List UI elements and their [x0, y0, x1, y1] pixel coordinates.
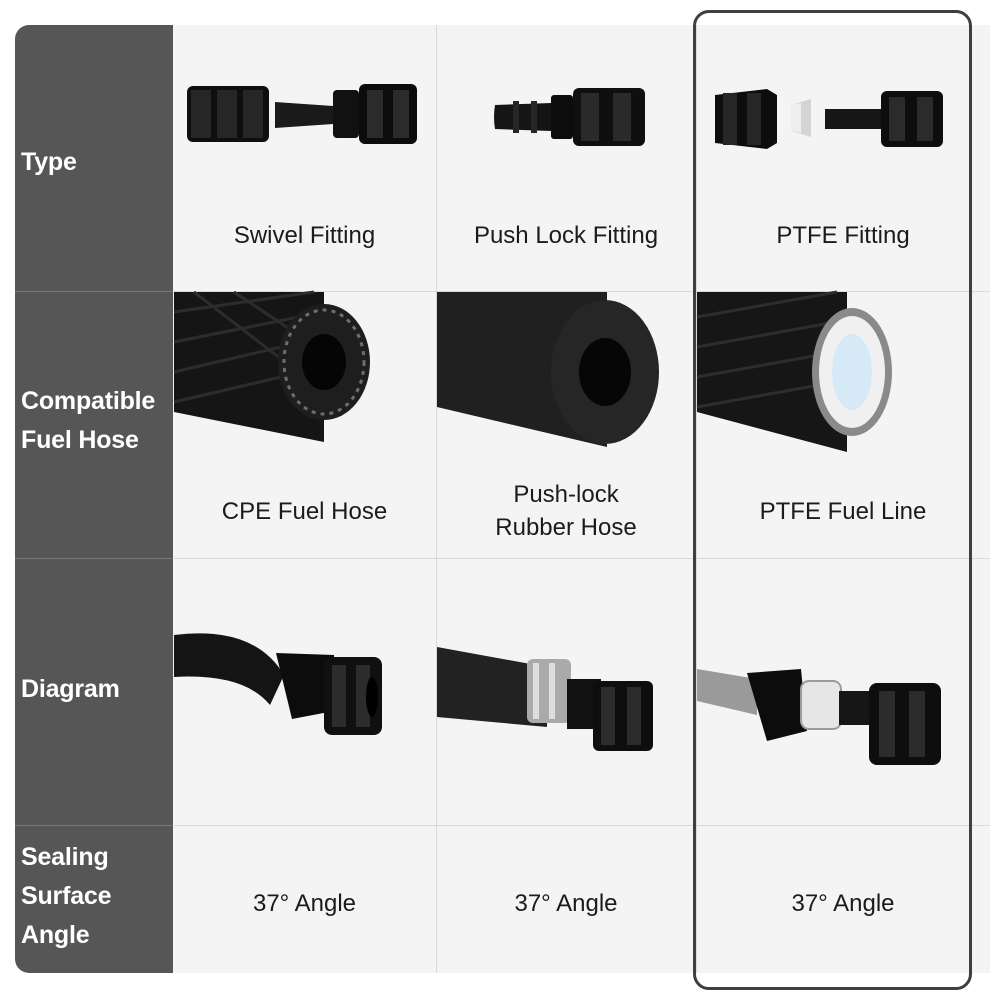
fitting-label-ptfe: PTFE Fitting: [776, 222, 910, 249]
fitting-label-push-lock: Push Lock Fitting: [473, 222, 659, 249]
row-divider: [15, 291, 173, 292]
push-lock-fitting-image: [494, 88, 645, 146]
angle-ptfe: 37° Angle: [791, 890, 895, 917]
comparison-table: Type Compatible Fuel Hose Diagram Sealin…: [15, 10, 990, 990]
row-divider: [173, 558, 990, 559]
row-label-hose-line1: Compatible: [21, 387, 156, 415]
fitting-label-swivel: Swivel Fitting: [233, 222, 376, 249]
ptfe-diagram-image: [697, 669, 941, 765]
row-divider: [173, 291, 990, 292]
row-label-diagram: Diagram: [21, 675, 120, 703]
hose-label-ptfe: PTFE Fuel Line: [759, 498, 927, 525]
cpe-fuel-hose-image: [173, 290, 370, 442]
swivel-fitting-image: [187, 84, 417, 144]
row-label-hose-line2: Fuel Hose: [21, 426, 139, 454]
swivel-diagram-image: [174, 633, 382, 735]
hose-label-cpe: CPE Fuel Hose: [221, 498, 388, 525]
angle-swivel: 37° Angle: [252, 890, 357, 917]
row-divider: [15, 558, 173, 559]
hose-label-push-lock-line1: Push-lock: [513, 481, 619, 508]
row-label-sealing-line1: Sealing: [21, 843, 109, 871]
rubber-hose-image: [437, 292, 659, 447]
cell-area: [173, 25, 990, 973]
ptfe-fuel-line-image: [696, 290, 892, 452]
angle-push-lock: 37° Angle: [514, 890, 618, 917]
column-divider: [696, 25, 697, 973]
row-label-type: Type: [21, 148, 77, 176]
row-label-sealing-line3: Angle: [21, 921, 90, 949]
push-lock-diagram-image: [437, 647, 653, 751]
row-label-sealing-line2: Surface: [21, 882, 112, 910]
hose-label-push-lock-line2: Rubber Hose: [495, 514, 637, 541]
ptfe-fitting-image: [715, 89, 943, 149]
row-label-column: Type Compatible Fuel Hose Diagram Sealin…: [15, 25, 173, 973]
column-divider: [436, 25, 437, 973]
row-divider: [173, 825, 990, 826]
row-divider: [15, 825, 173, 826]
